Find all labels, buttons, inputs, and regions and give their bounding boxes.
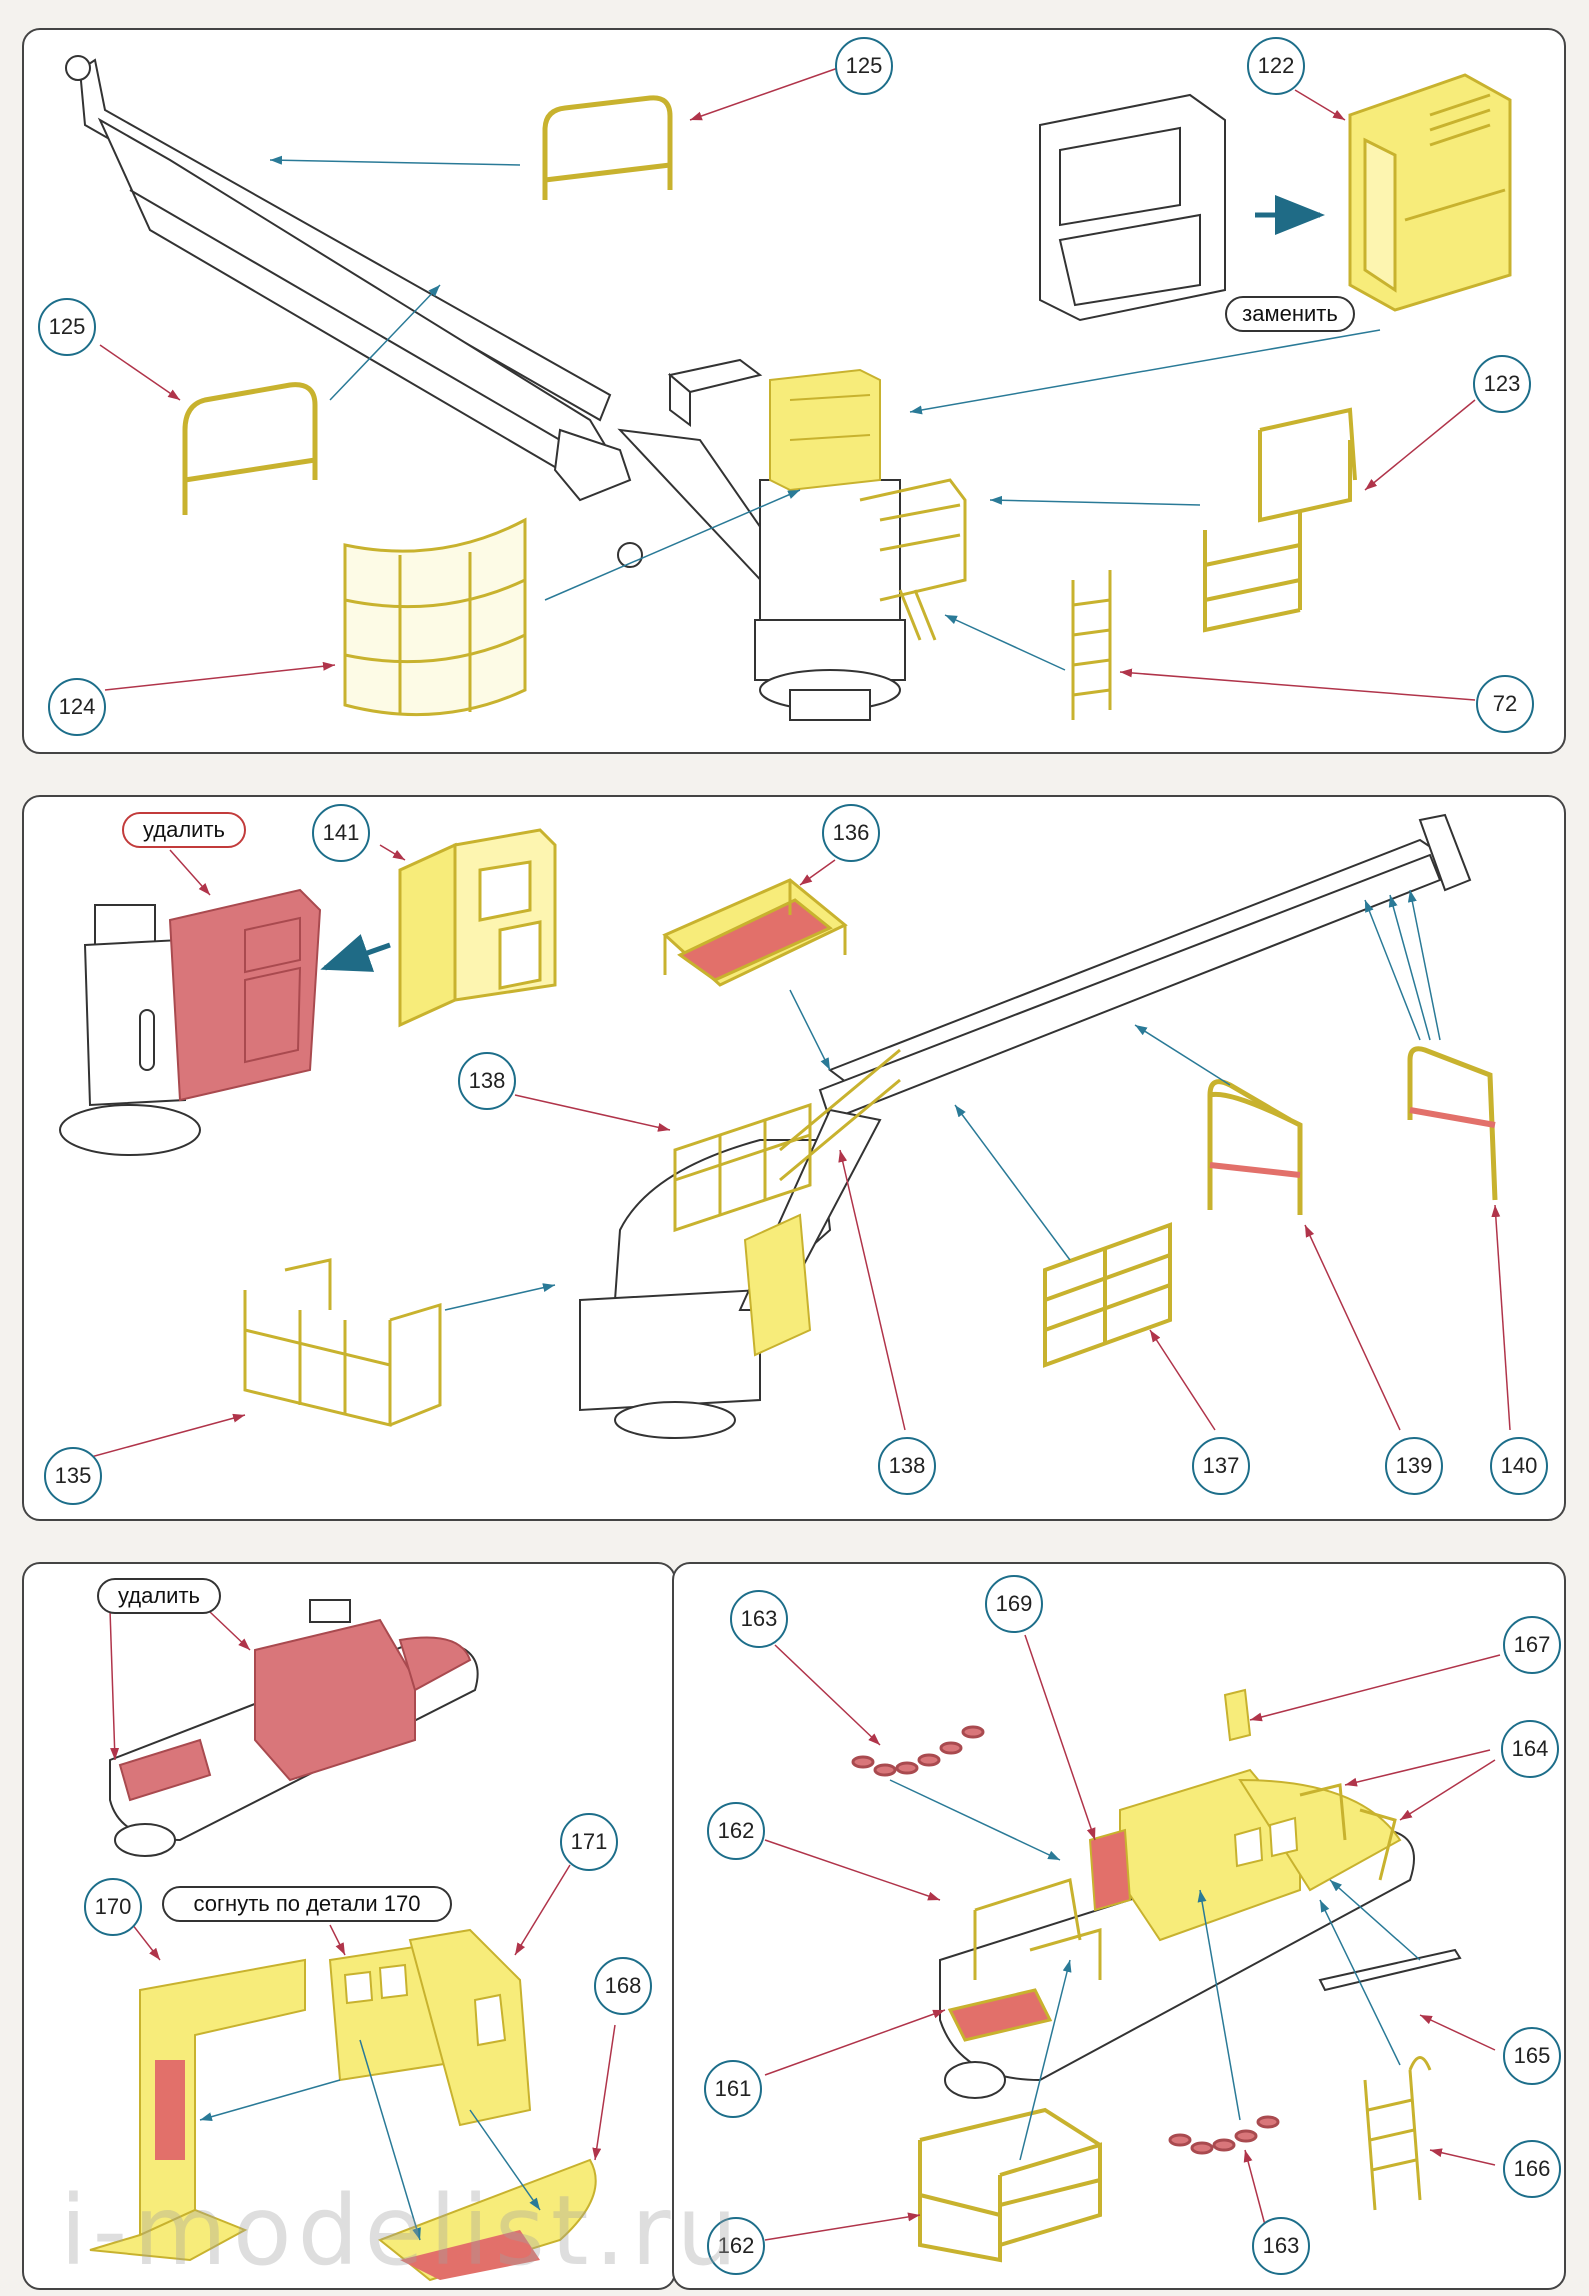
- callout-72: 72: [1476, 675, 1534, 733]
- callout-124: 124: [48, 678, 106, 736]
- part-166-ladder: [1363, 2056, 1432, 2211]
- callout-136: 136: [822, 804, 880, 862]
- panel1-leaders: [99, 67, 1476, 701]
- crane-1: [65, 55, 906, 721]
- part-122-cab: [1348, 73, 1512, 312]
- part-168-deck: [378, 2158, 597, 2282]
- chain-163-top: [851, 1725, 985, 1777]
- part-167-flag: [1223, 1688, 1252, 1742]
- part-136-platform: [662, 878, 848, 987]
- callout-140: 140: [1490, 1437, 1548, 1495]
- part-140-rail: [1407, 1046, 1498, 1201]
- callout-135: 135: [44, 1447, 102, 1505]
- part-139-rail: [1207, 1079, 1303, 1215]
- chain-163-bottom: [1168, 2115, 1280, 2155]
- callout-123: 123: [1473, 355, 1531, 413]
- part-123-railing: [1203, 407, 1357, 633]
- cab-original: [1039, 93, 1226, 322]
- boat-cabin-removed: [118, 1599, 472, 1802]
- callout-165: 165: [1503, 2027, 1561, 2085]
- crane-2-yellow-door: [743, 1213, 812, 1357]
- part-124-cage: [343, 517, 527, 717]
- tag-replace: заменить: [1225, 296, 1355, 332]
- tag-remove-boat: удалить: [97, 1578, 221, 1614]
- tag-bend-by-170: согнуть по детали 170: [162, 1886, 452, 1922]
- callout-125-left: 125: [38, 298, 96, 356]
- callout-138-top: 138: [458, 1052, 516, 1110]
- callout-164: 164: [1501, 1720, 1559, 1778]
- crane-2-column-removed: [59, 904, 201, 1156]
- part-72-ladder: [1071, 570, 1112, 720]
- callout-168: 168: [594, 1957, 652, 2015]
- part-125-rail-left: [182, 382, 318, 515]
- watermark: i-modelist.ru: [60, 2175, 744, 2287]
- part-141-cab: [398, 828, 557, 1028]
- boat-assembled-cabin: [1088, 1768, 1402, 1942]
- part-125-rail-top: [542, 95, 673, 200]
- part-138-railing: [673, 1048, 901, 1233]
- part-171-cabin: [328, 1928, 532, 2127]
- crane-2-cab-removed: [168, 888, 322, 1102]
- crane-1-railing: [859, 478, 967, 641]
- part-162-railing: [918, 2107, 1102, 2263]
- tag-remove-crane: удалить: [122, 812, 246, 848]
- part-165-rod: [1318, 1948, 1462, 1992]
- callout-161: 161: [704, 2060, 762, 2118]
- callout-137: 137: [1192, 1437, 1250, 1495]
- callout-169: 169: [985, 1575, 1043, 1633]
- part-170-bent-plate: [89, 1958, 306, 2262]
- callout-163-bottom: 163: [1252, 2217, 1310, 2275]
- callout-125-top: 125: [835, 37, 893, 95]
- callout-166: 166: [1503, 2140, 1561, 2198]
- callout-163-top: 163: [730, 1590, 788, 1648]
- panel2-leaders: [79, 844, 1511, 1461]
- boat-assembled-railings: [947, 1783, 1397, 2042]
- callout-162-top: 162: [707, 1802, 765, 1860]
- panel4-leaders: [764, 1634, 1501, 2241]
- callout-141: 141: [312, 804, 370, 862]
- part-135-railing: [243, 1258, 442, 1427]
- callout-170: 170: [84, 1878, 142, 1936]
- part-137-panel: [1043, 1222, 1172, 1368]
- callout-139: 139: [1385, 1437, 1443, 1495]
- callout-138-bottom: 138: [878, 1437, 936, 1495]
- crane-1-cab: [769, 368, 881, 492]
- callout-122: 122: [1247, 37, 1305, 95]
- callout-171: 171: [560, 1813, 618, 1871]
- crane-2-body: [579, 813, 1472, 1439]
- callout-162-bottom: 162: [707, 2217, 765, 2275]
- callout-167: 167: [1503, 1616, 1561, 1674]
